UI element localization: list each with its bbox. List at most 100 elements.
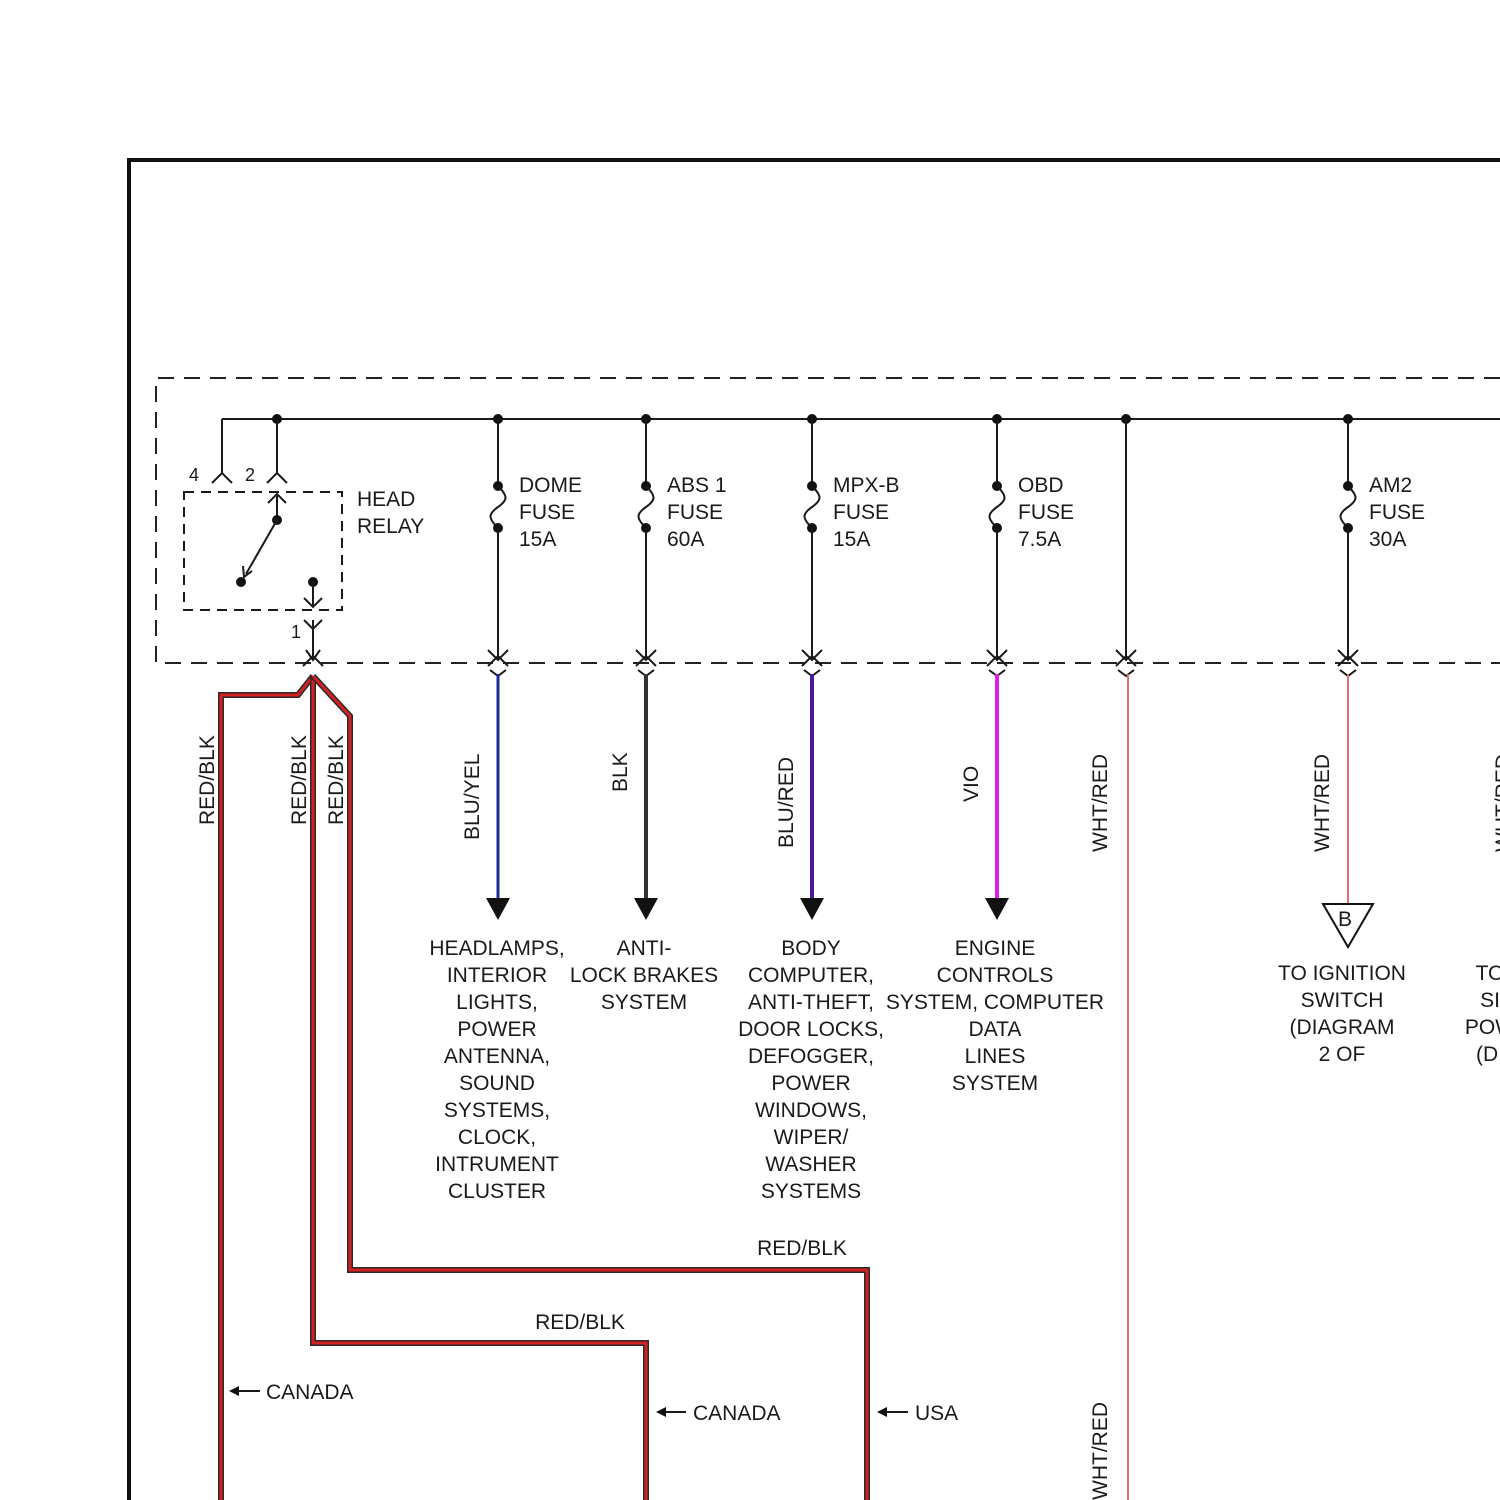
- fuse-name: ABS 1: [667, 474, 727, 497]
- relay-title-line2: RELAY: [357, 515, 424, 538]
- wire-label-am2: WHT/RED: [1311, 754, 1334, 852]
- destination-line: SYSTEM: [952, 1072, 1038, 1095]
- fuse-3: [987, 419, 1007, 660]
- relay-contact-arm: [246, 520, 277, 574]
- destination-line: WIPER/: [774, 1126, 849, 1149]
- fuse-symbol: [990, 486, 1005, 528]
- destination-abs: ANTI- LOCK BRAKES SYSTEM: [570, 937, 718, 1014]
- destination-line: POW: [1465, 1016, 1500, 1039]
- fuse-word: FUSE: [1018, 501, 1074, 524]
- output-connectors: [303, 656, 1358, 676]
- fuse-rating: 30A: [1369, 528, 1406, 551]
- destination-line: LOCK BRAKES: [570, 964, 718, 987]
- bus-label-lower: RED/BLK: [535, 1311, 625, 1334]
- destination-line: CLOCK,: [458, 1126, 536, 1149]
- destination-line: SI: [1480, 989, 1500, 1012]
- destination-line: SWITCH: [1301, 989, 1384, 1012]
- destination-line: (DI: [1476, 1043, 1500, 1066]
- fuse-name: OBD: [1018, 474, 1064, 497]
- destination-line: BODY: [781, 937, 841, 960]
- fuse-word: FUSE: [1369, 501, 1425, 524]
- destination-line: DATA: [969, 1018, 1022, 1041]
- destination-line: POWER: [771, 1072, 850, 1095]
- market-label-left: CANADA: [266, 1381, 354, 1404]
- wire-label-relay-mid: RED/BLK: [288, 735, 311, 825]
- destination-line: ANTI-THEFT,: [748, 991, 874, 1014]
- fuse-rating: 15A: [833, 528, 870, 551]
- fuse-branches: DOMEFUSE15AABS 1FUSE60AMPX-BFUSE15AOBDFU…: [488, 419, 1425, 660]
- pin-4-label: 4: [189, 465, 199, 485]
- destination-line: ANTENNA,: [444, 1045, 550, 1068]
- wire-label-obd: VIO: [960, 766, 983, 802]
- fuse-word: FUSE: [519, 501, 575, 524]
- destination-line: 2 OF: [1319, 1043, 1366, 1066]
- fuse-symbol: [805, 486, 820, 528]
- pin-2-connector: [267, 473, 287, 483]
- market-label-right: USA: [915, 1402, 958, 1425]
- pin-1-label: 1: [291, 622, 301, 642]
- fuse-symbol: [1341, 486, 1356, 528]
- wire-label-partial-right: WHT/RED: [1492, 754, 1500, 852]
- destination-line: (DIAGRAM: [1290, 1016, 1395, 1039]
- destination-line: CONTROLS: [937, 964, 1054, 987]
- output-wires: [486, 674, 1373, 1500]
- wire-label-relay-right: RED/BLK: [325, 735, 348, 825]
- destination-line: HEADLAMPS,: [429, 937, 564, 960]
- destination-line: LINES: [965, 1045, 1026, 1068]
- fuse-word: FUSE: [833, 501, 889, 524]
- arrow-dome: [486, 898, 510, 920]
- relay-box: [184, 492, 342, 610]
- destination-am2: TO IGNITION SWITCH (DIAGRAM 2 OF: [1278, 962, 1406, 1066]
- junction-branch: [1116, 419, 1136, 666]
- fuse-rating: 15A: [519, 528, 556, 551]
- destination-line: ENGINE: [955, 937, 1036, 960]
- wire-label-dome: BLU/YEL: [461, 754, 484, 840]
- destination-line: TO IGNITION: [1278, 962, 1406, 985]
- red-blk-wires: [221, 676, 867, 1500]
- fuse-1: [636, 419, 656, 660]
- destination-line: SYSTEMS,: [444, 1099, 550, 1122]
- bus-label-upper: RED/BLK: [757, 1237, 847, 1260]
- fuse-rating: 7.5A: [1018, 528, 1061, 551]
- fuse-name: MPX-B: [833, 474, 900, 497]
- fuse-4: [1338, 419, 1358, 660]
- destination-line: SYSTEM: [601, 991, 687, 1014]
- wire-label-junction-bottom: WHT/RED: [1089, 1402, 1112, 1500]
- destination-line: COMPUTER,: [748, 964, 874, 987]
- fuse-name: DOME: [519, 474, 582, 497]
- destination-line: DEFOGGER,: [748, 1045, 874, 1068]
- fuse-0: [488, 419, 508, 660]
- destination-line: INTERIOR: [447, 964, 547, 987]
- fuse-symbol: [639, 486, 654, 528]
- destination-line: ANTI-: [617, 937, 672, 960]
- wire-label-junction-top: WHT/RED: [1089, 754, 1112, 852]
- destination-line: LIGHTS,: [456, 991, 538, 1014]
- pin-2-label: 2: [245, 465, 255, 485]
- arrow-abs: [634, 898, 658, 920]
- page-frame: [129, 160, 1500, 1500]
- head-relay: [184, 419, 342, 660]
- market-label-middle: CANADA: [693, 1402, 781, 1425]
- fuse-symbol: [491, 486, 506, 528]
- arrow-obd: [985, 898, 1009, 920]
- wire-label-mpx: BLU/RED: [775, 757, 798, 848]
- fuse-2: [802, 419, 822, 660]
- connector-b-label: B: [1338, 908, 1352, 931]
- destination-line: TO: [1476, 962, 1500, 985]
- destination-partial: TO SI POW (DI: [1465, 962, 1500, 1066]
- destination-line: POWER: [457, 1018, 536, 1041]
- destination-line: SYSTEMS: [761, 1180, 861, 1203]
- wire-label-abs: BLK: [609, 752, 632, 792]
- destination-line: WINDOWS,: [755, 1099, 867, 1122]
- wire-label-relay-left: RED/BLK: [196, 735, 219, 825]
- destination-line: WASHER: [765, 1153, 856, 1176]
- destination-line: INTRUMENT: [435, 1153, 559, 1176]
- relay-title-line1: HEAD: [357, 488, 415, 511]
- fuse-word: FUSE: [667, 501, 723, 524]
- arrow-mpx: [800, 898, 824, 920]
- pin-4-connector: [212, 473, 232, 483]
